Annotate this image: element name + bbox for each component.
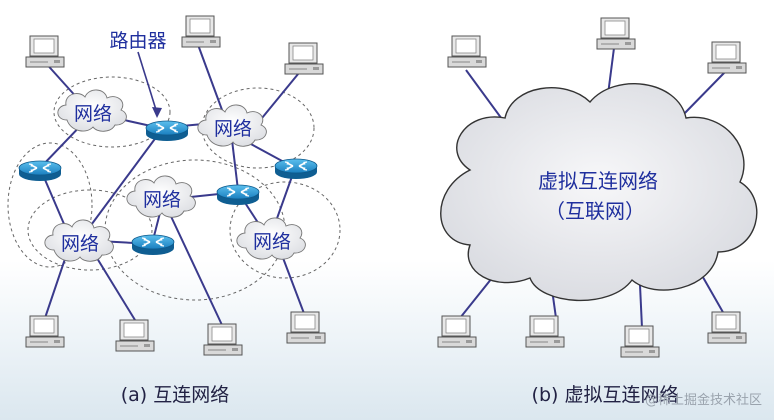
router-icon xyxy=(274,158,318,180)
computer-icon xyxy=(203,323,243,356)
router-icon xyxy=(18,160,62,182)
computer-icon xyxy=(181,15,221,48)
cloud-title: 虚拟互连网络 xyxy=(538,169,658,193)
router-icon xyxy=(216,184,260,206)
network-label: 网络 xyxy=(214,118,252,140)
computer-icon xyxy=(25,315,65,348)
computer-icon xyxy=(286,311,326,344)
network-label: 网络 xyxy=(74,103,112,125)
caption-b: (b) 虚拟互连网络 xyxy=(532,384,679,406)
router-icon xyxy=(131,234,175,256)
computer-icon xyxy=(25,35,65,68)
watermark: @稀土掘金技术社区 xyxy=(645,392,762,408)
network-label: 网络 xyxy=(253,231,291,253)
cloud-subtitle: （互联网） xyxy=(545,199,645,223)
caption-a: (a) 互连网络 xyxy=(121,384,230,406)
computer-icon xyxy=(707,311,747,344)
router-pointer-arrow xyxy=(137,51,162,118)
computer-icon xyxy=(620,325,660,358)
computer-icon xyxy=(525,315,565,348)
virtual-internet-cloud xyxy=(440,83,758,302)
network-label: 网络 xyxy=(143,189,181,211)
computer-icon xyxy=(437,315,477,348)
computer-icon xyxy=(284,42,324,75)
diagram-b: 虚拟互连网络 （互联网） (b) 虚拟互连网络 xyxy=(437,17,758,406)
router-icon xyxy=(145,120,189,142)
computer-icon xyxy=(115,319,155,352)
computer-icon xyxy=(707,41,747,74)
network-label: 网络 xyxy=(61,233,99,255)
computer-icon xyxy=(447,35,487,68)
computer-icon xyxy=(596,17,636,50)
diagram-a: 网络 网络 网络 网络 网络 路由器 (a) 互连网络 xyxy=(7,15,341,406)
router-label: 路由器 xyxy=(109,30,166,52)
